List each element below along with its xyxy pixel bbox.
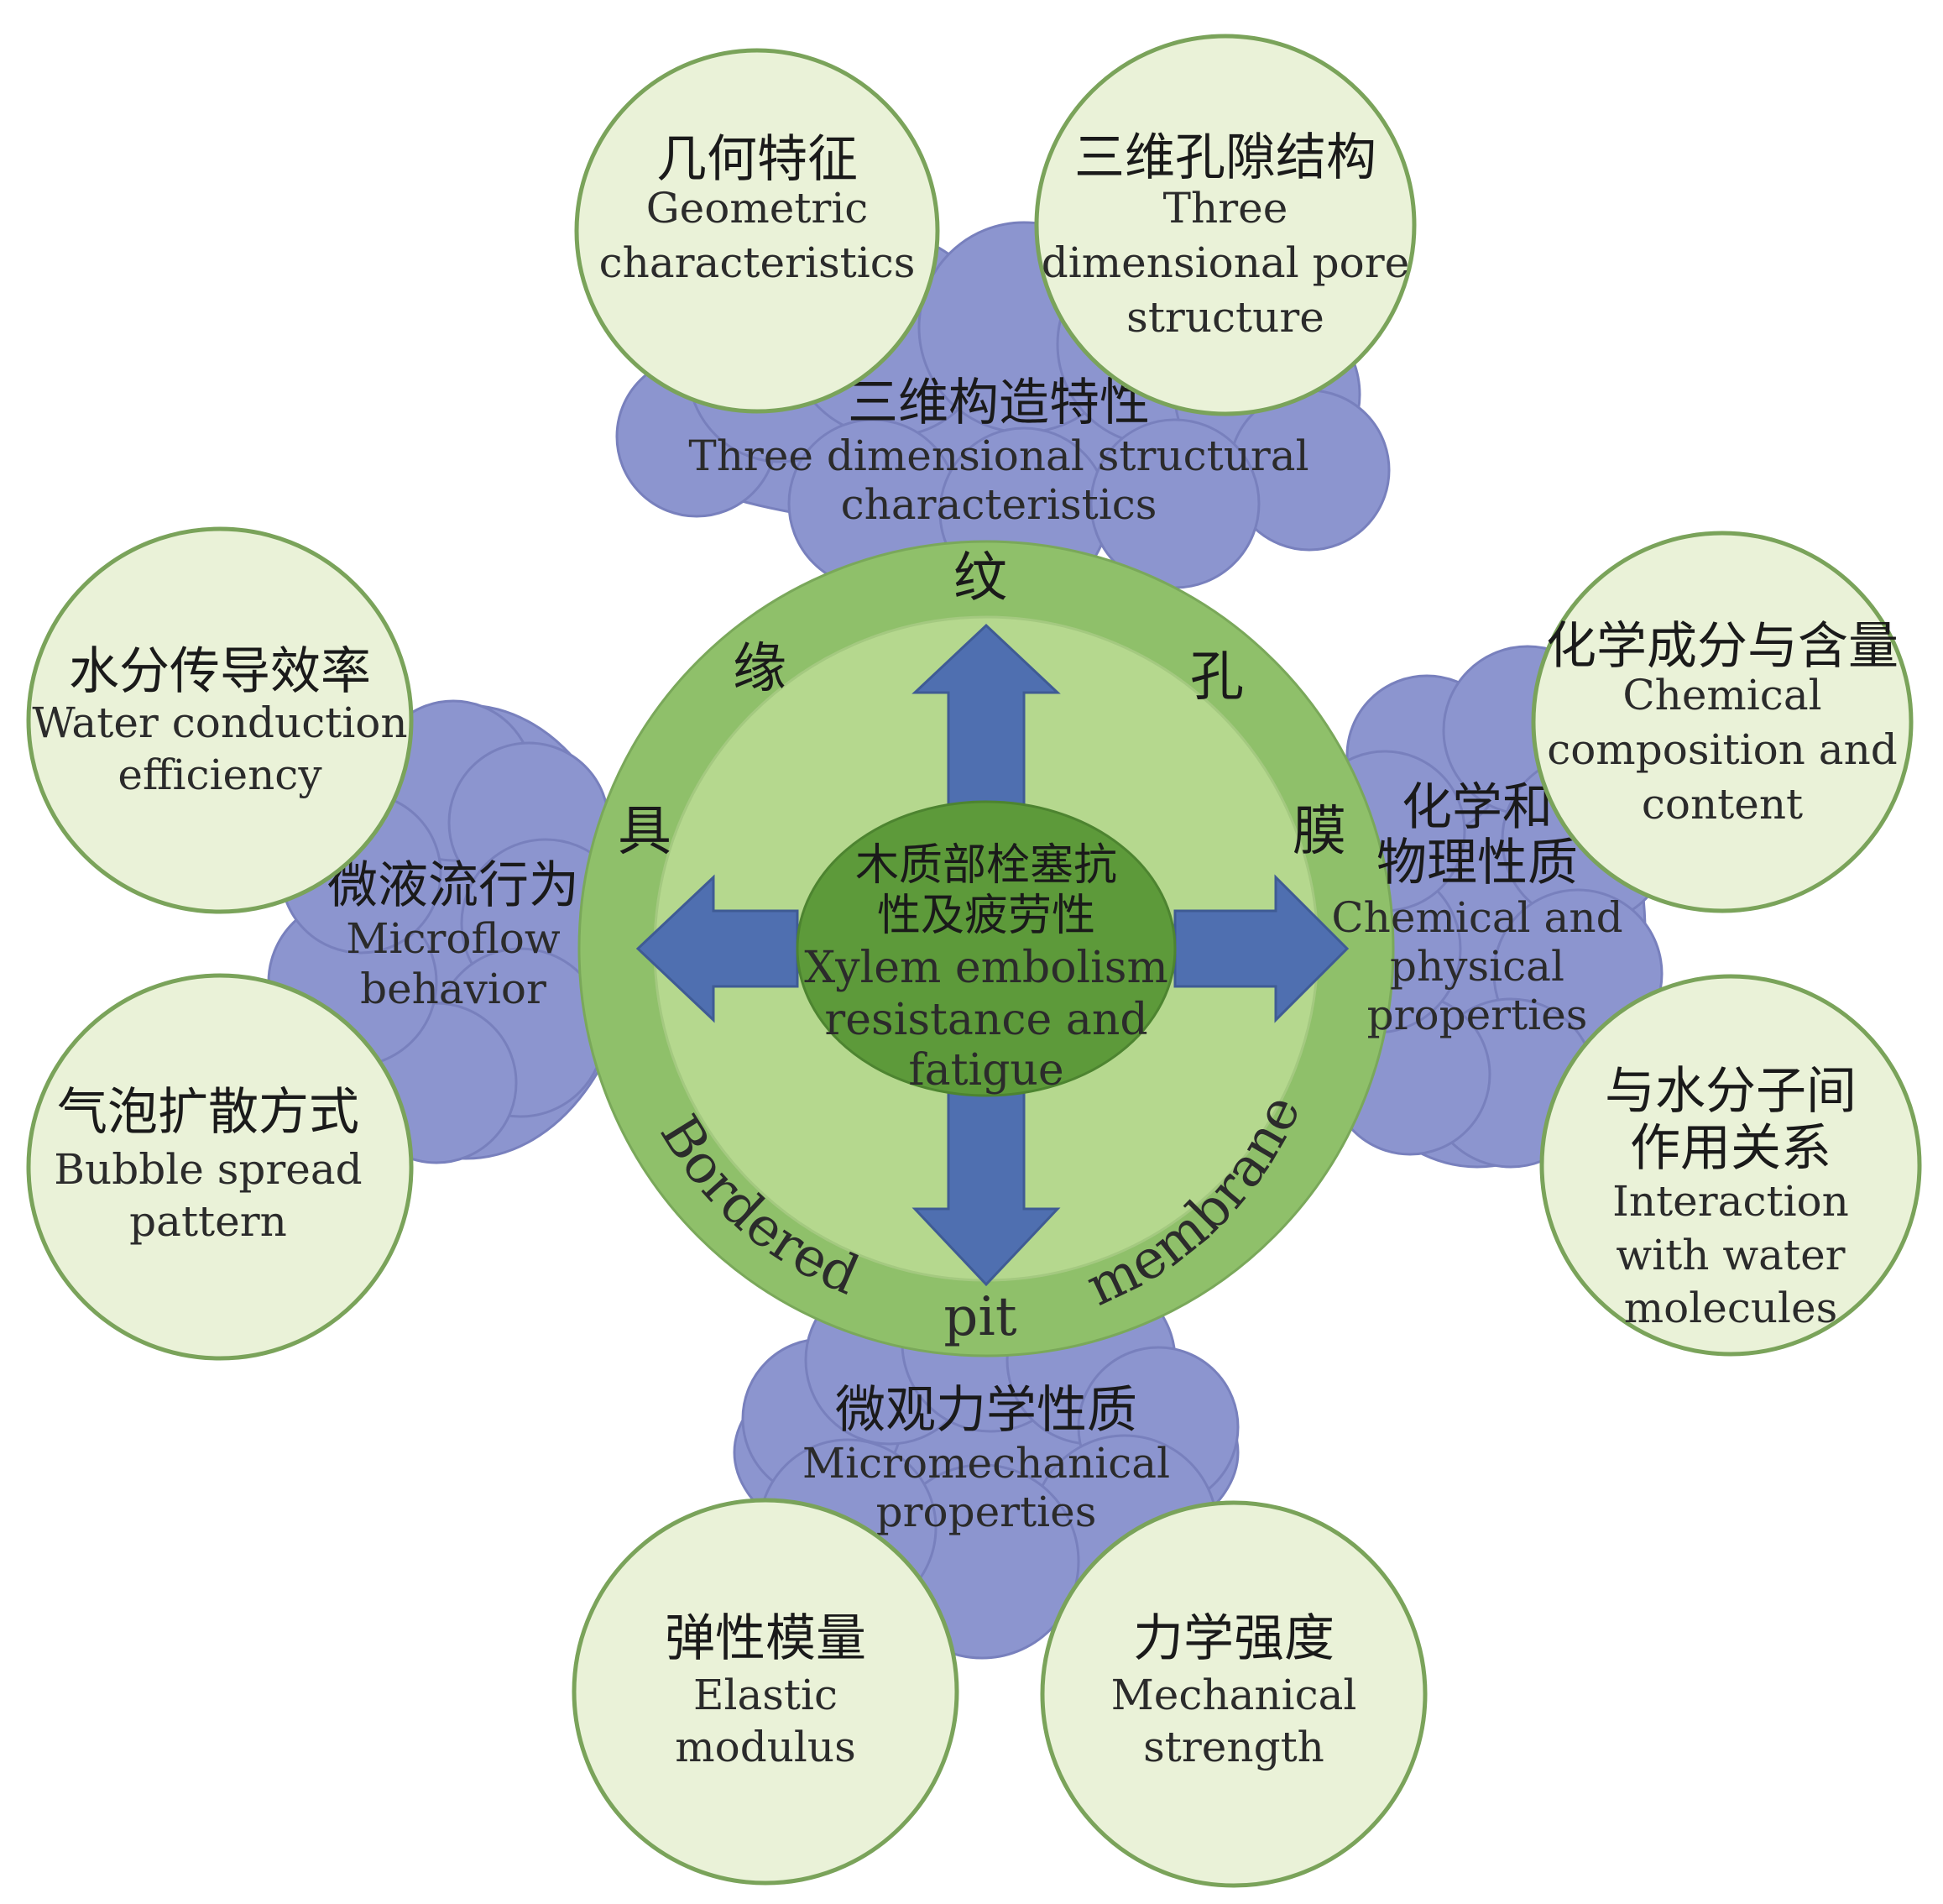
- bubble-bubble-spread-en-line2: pattern: [129, 1197, 287, 1246]
- bubble-water-conduction-en-line1: Water conduction: [32, 698, 407, 747]
- cloud-right-cn-line1: 化学和: [1402, 778, 1553, 837]
- bubble-elastic-modulus: 弹性模量 Elastic modulus: [572, 1498, 959, 1886]
- cloud-left-en-line2: behavior: [360, 965, 546, 1013]
- bubble-pore-en-line2: dimensional pore: [1042, 238, 1409, 287]
- bubble-water-conduction-en-line2: efficiency: [118, 751, 322, 799]
- cloud-right-en-line1: Chemical and: [1331, 893, 1622, 942]
- core-en-line3: fatigue: [908, 1045, 1063, 1096]
- bubble-mechanical-strength-en-line1: Mechanical: [1111, 1671, 1357, 1719]
- bubble-geometric-cn: 几何特征: [656, 130, 858, 189]
- cloud-right: [1291, 645, 1672, 1169]
- core-en-line2: resistance and: [824, 995, 1147, 1045]
- ring-char-wen: 纹: [953, 547, 1007, 609]
- arrow-up: [911, 623, 1061, 808]
- bubble-elastic-modulus-en-line1: Elastic: [693, 1671, 838, 1719]
- core-en-line1: Xylem embolism: [804, 943, 1168, 993]
- bubble-bubble-spread: 气泡扩散方式 Bubble spread pattern: [26, 973, 414, 1361]
- cloud-bottom-cn: 微观力学性质: [835, 1381, 1137, 1440]
- arrow-down: [911, 1090, 1061, 1287]
- bubble-water-interaction-en-line1: Interaction: [1612, 1177, 1849, 1226]
- arrow-right: [1173, 874, 1350, 1023]
- core-ellipse: [796, 800, 1177, 1097]
- bubble-water-interaction-en-line3: molecules: [1624, 1284, 1838, 1332]
- cloud-top-en-line2: characteristics: [841, 480, 1157, 529]
- bubble-elastic-modulus-en-line2: modulus: [675, 1723, 856, 1771]
- bubble-bubble-spread-cn: 气泡扩散方式: [57, 1083, 359, 1142]
- bubble-chemical-composition: 化学成分与含量 Chemical composition and content: [1531, 531, 1914, 913]
- bubble-geometric: 几何特征 Geometric characteristics: [574, 48, 940, 414]
- bubble-bubble-spread-en-line1: Bubble spread: [54, 1145, 362, 1194]
- ring-char-mo: 膜: [1293, 801, 1346, 863]
- cloud-bottom-en-line1: Micromechanical: [802, 1439, 1170, 1488]
- core-cn-line2: 性及疲劳性: [877, 891, 1095, 941]
- ring-char-kong: 孔: [1190, 646, 1244, 709]
- arrow-left: [635, 874, 799, 1023]
- bubble-water-interaction-cn-line1: 与水分子间: [1605, 1062, 1857, 1121]
- cloud-left-cn: 微液流行为: [327, 856, 579, 915]
- bubble-water-conduction: 水分传导效率 Water conduction efficiency: [26, 526, 414, 914]
- bubble-chemical-composition-en-line3: content: [1642, 780, 1803, 829]
- cloud-bottom-en-line2: properties: [876, 1488, 1097, 1536]
- cloud-right-en-line2: physical: [1390, 942, 1564, 991]
- cloud-left-en-line1: Microflow: [346, 914, 561, 963]
- ring-en-pit: pit: [943, 1286, 1016, 1348]
- bubble-water-interaction-en-line2: with water: [1616, 1231, 1845, 1279]
- bubble-geometric-en-line2: characteristics: [599, 238, 916, 287]
- bubble-mechanical-strength-cn: 力学强度: [1133, 1609, 1335, 1668]
- bubble-chemical-composition-en-line1: Chemical: [1622, 671, 1821, 719]
- ring-char-ju: 具: [618, 801, 671, 863]
- bubble-water-conduction-cn: 水分传导效率: [69, 642, 371, 701]
- bubble-geometric-en-line1: Geometric: [646, 184, 869, 233]
- bubble-elastic-modulus-cn: 弹性模量: [665, 1609, 866, 1668]
- bubble-pore-en-line1: Three: [1163, 184, 1288, 233]
- ring-char-yuan: 缘: [733, 638, 786, 700]
- bubble-chemical-composition-cn: 化学成分与含量: [1546, 617, 1899, 676]
- bubble-pore-en-line3: structure: [1126, 293, 1324, 342]
- cloud-right-en-line3: properties: [1367, 991, 1588, 1039]
- bubble-pore-structure: 三维孔隙结构 Three dimensional pore structure: [1034, 34, 1417, 416]
- bubble-water-interaction: 与水分子间 作用关系 Interaction with water molecu…: [1539, 974, 1922, 1357]
- bubble-mechanical-strength: 力学强度 Mechanical strength: [1040, 1500, 1428, 1888]
- bubble-pore-cn: 三维孔隙结构: [1074, 128, 1376, 187]
- cloud-right-cn-line2: 物理性质: [1376, 834, 1578, 892]
- bubble-chemical-composition-en-line2: composition and: [1547, 725, 1898, 774]
- cloud-top-en-line1: Three dimensional structural: [688, 432, 1308, 480]
- core-cn-line1: 木质部栓塞抗: [855, 840, 1117, 891]
- bubble-water-interaction-cn-line2: 作用关系: [1630, 1119, 1831, 1178]
- bubble-mechanical-strength-en-line2: strength: [1143, 1723, 1324, 1771]
- cloud-top-cn: 三维构造特性: [848, 374, 1150, 432]
